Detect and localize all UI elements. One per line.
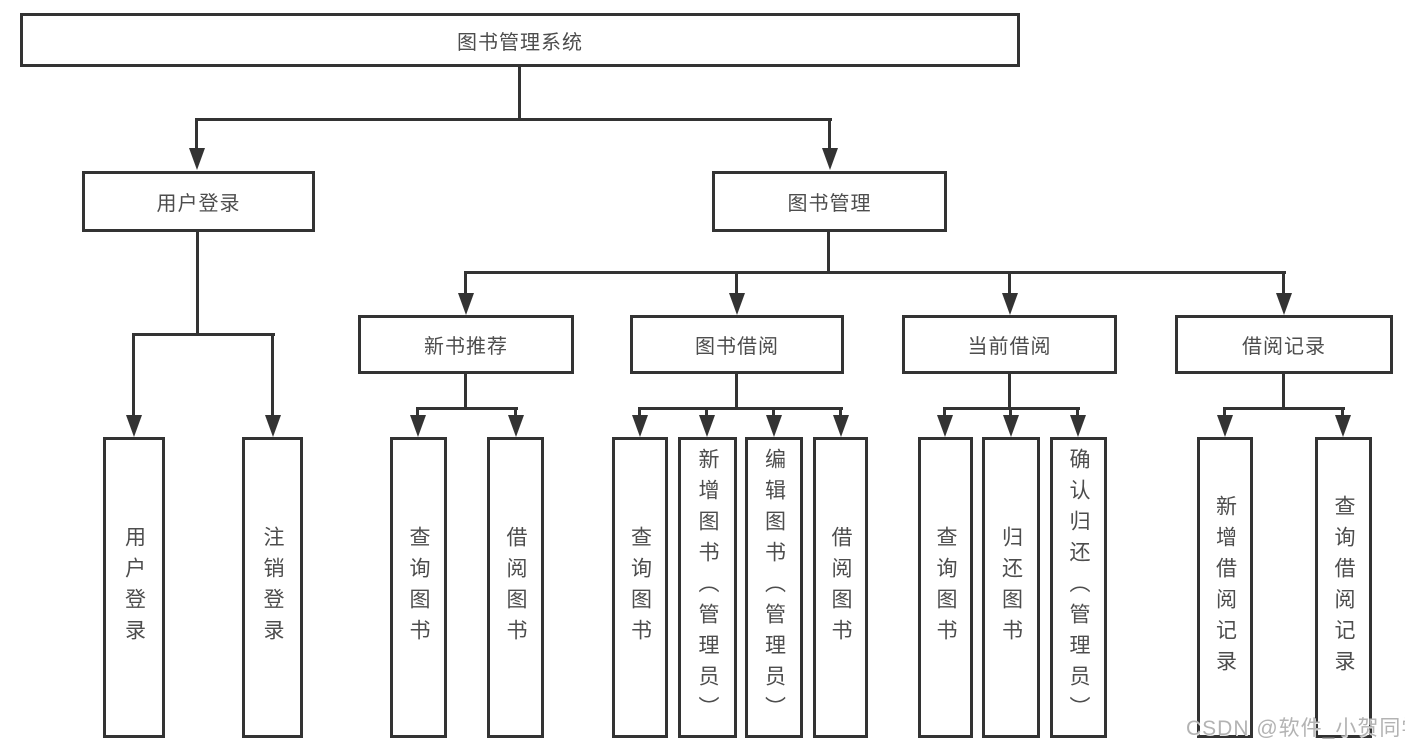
leaf-logout-label: 注销登录 <box>261 525 284 650</box>
connector-line <box>196 118 832 121</box>
node-book-management-label: 图书管理 <box>787 193 872 215</box>
arrow-down-icon <box>1276 293 1292 315</box>
node-book-borrow: 图书借阅 <box>630 315 844 374</box>
leaf-edit-book-admin: 编辑图书（管理员） <box>745 437 803 738</box>
connector-line <box>1223 407 1345 410</box>
leaf-user-login-label: 用户登录 <box>122 525 146 650</box>
connector-line <box>638 407 843 410</box>
arrow-down-icon <box>822 148 838 170</box>
arrow-down-icon <box>189 148 205 170</box>
leaf-confirm-return-admin-label: 确认归还（管理员） <box>1067 448 1090 727</box>
node-user-login: 用户登录 <box>82 171 315 232</box>
leaf-current-query-book-label: 查询图书 <box>934 525 957 650</box>
connector-line <box>416 407 518 410</box>
arrow-down-icon <box>766 415 782 437</box>
connector-line <box>1282 373 1285 410</box>
connector-line <box>1341 407 1344 417</box>
connector-line <box>705 407 708 417</box>
leaf-query-borrow-record-label: 查询借阅记录 <box>1332 494 1355 681</box>
leaf-add-borrow-record-label: 新增借阅记录 <box>1213 494 1237 681</box>
arrow-down-icon <box>126 415 142 437</box>
arrow-down-icon <box>1335 415 1351 437</box>
node-root: 图书管理系统 <box>20 13 1020 67</box>
connector-line <box>464 373 467 410</box>
connector-line <box>1223 407 1226 417</box>
connector-line <box>132 333 275 336</box>
leaf-add-borrow-record: 新增借阅记录 <box>1197 437 1253 738</box>
connector-line <box>464 271 467 295</box>
leaf-add-book-admin-label: 新增图书（管理员） <box>696 448 719 727</box>
connector-line <box>827 231 830 274</box>
node-current-borrow-label: 当前借阅 <box>967 336 1052 358</box>
arrow-down-icon <box>265 415 281 437</box>
leaf-borrow-query-book: 查询图书 <box>612 437 668 738</box>
arrow-down-icon <box>1003 415 1019 437</box>
leaf-recommend-borrow-book: 借阅图书 <box>487 437 544 738</box>
leaf-add-book-admin: 新增图书（管理员） <box>678 437 737 738</box>
connector-line <box>735 373 738 410</box>
leaf-borrow-query-book-label: 查询图书 <box>628 525 652 650</box>
connector-line <box>772 407 775 417</box>
connector-line <box>1008 373 1011 410</box>
node-book-management: 图书管理 <box>712 171 947 232</box>
leaf-recommend-borrow-book-label: 借阅图书 <box>504 525 527 650</box>
arrow-down-icon <box>508 415 524 437</box>
connector-line <box>132 333 135 415</box>
leaf-current-query-book: 查询图书 <box>918 437 973 738</box>
leaf-confirm-return-admin: 确认归还（管理员） <box>1050 437 1107 738</box>
csdn-watermark: CSDN @软件_小贺同学 <box>1186 717 1405 740</box>
leaf-user-login: 用户登录 <box>103 437 165 738</box>
node-root-label: 图书管理系统 <box>457 31 583 54</box>
connector-line <box>638 407 641 417</box>
arrow-down-icon <box>699 415 715 437</box>
arrow-down-icon <box>1070 415 1086 437</box>
connector-line <box>514 407 517 417</box>
connector-line <box>271 333 274 415</box>
arrow-down-icon <box>937 415 953 437</box>
leaf-borrow-borrow-book: 借阅图书 <box>813 437 868 738</box>
arrow-down-icon <box>729 293 745 315</box>
arrow-down-icon <box>1002 293 1018 315</box>
connector-line <box>943 407 946 417</box>
connector-line <box>518 66 521 121</box>
connector-line <box>464 271 1286 274</box>
node-borrow-record-label: 借阅记录 <box>1242 336 1326 358</box>
leaf-borrow-borrow-book-label: 借阅图书 <box>829 525 852 650</box>
connector-line <box>196 231 199 336</box>
connector-line <box>1008 271 1011 295</box>
connector-line <box>735 271 738 295</box>
leaf-recommend-query-book-label: 查询图书 <box>407 525 430 650</box>
connector-line <box>1076 407 1079 417</box>
leaf-recommend-query-book: 查询图书 <box>390 437 447 738</box>
arrow-down-icon <box>410 415 426 437</box>
leaf-logout: 注销登录 <box>242 437 303 738</box>
arrow-down-icon <box>458 293 474 315</box>
node-new-book-recommend: 新书推荐 <box>358 315 574 374</box>
leaf-query-borrow-record: 查询借阅记录 <box>1315 437 1372 738</box>
leaf-return-book-label: 归还图书 <box>999 525 1023 650</box>
connector-line <box>416 407 419 417</box>
node-borrow-record: 借阅记录 <box>1175 315 1393 374</box>
connector-line <box>1282 271 1285 295</box>
leaf-return-book: 归还图书 <box>982 437 1040 738</box>
node-current-borrow: 当前借阅 <box>902 315 1117 374</box>
leaf-edit-book-admin-label: 编辑图书（管理员） <box>762 448 786 727</box>
node-new-book-recommend-label: 新书推荐 <box>424 336 508 358</box>
connector-line <box>828 118 831 150</box>
arrow-down-icon <box>632 415 648 437</box>
arrow-down-icon <box>1217 415 1233 437</box>
arrow-down-icon <box>833 415 849 437</box>
node-user-login-label: 用户登录 <box>156 193 241 215</box>
connector-line <box>1009 407 1012 417</box>
connector-line <box>839 407 842 417</box>
connector-line <box>195 118 198 150</box>
node-book-borrow-label: 图书借阅 <box>695 336 779 358</box>
